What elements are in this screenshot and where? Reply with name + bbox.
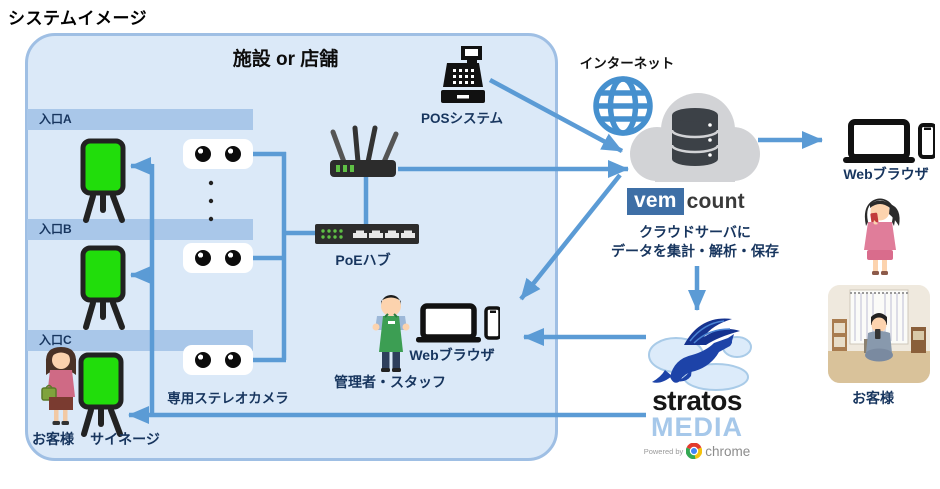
stereo-camera-icon-b <box>183 243 253 273</box>
entrance-label-a: 入口A <box>39 112 72 126</box>
camera-lens-icon <box>225 250 241 266</box>
signage-label: サイネージ <box>90 431 160 447</box>
camera-ellipsis-dots <box>208 180 214 222</box>
vemcount-logo: vem count <box>627 188 745 215</box>
powered-by-label: Powered by <box>643 446 684 456</box>
internet-label: インターネット <box>579 56 675 71</box>
camera-lens-icon <box>195 146 211 162</box>
entrance-label-b: 入口B <box>39 222 72 236</box>
signage-display-c <box>78 352 124 437</box>
staff-browser-label: Webブラウザ <box>409 347 495 363</box>
pos-system-label: POSシステム <box>420 111 504 126</box>
cloud-caption-line2: データを集計・解析・保存 <box>611 243 779 259</box>
poe-hub-label: PoEハブ <box>335 252 391 268</box>
wifi-router-icon <box>330 125 399 177</box>
customer-woman-illustration <box>41 347 77 425</box>
signage-display-a <box>80 138 126 223</box>
entrance-band-a: 入口A <box>27 109 253 130</box>
stereo-camera-label: 専用ステレオカメラ <box>167 391 289 406</box>
stereo-camera-icon-c <box>183 345 253 375</box>
entrance-band-b: 入口B <box>27 219 253 240</box>
staff-label: 管理者・スタッフ <box>334 374 446 390</box>
chrome-label: chrome <box>705 443 751 459</box>
staff-person-illustration <box>372 295 410 372</box>
powered-by-row: Powered by chrome <box>624 443 770 459</box>
media-wordmark: MEDIA <box>651 412 743 442</box>
internet-globe-icon <box>593 76 653 136</box>
stereo-camera-icon-a <box>183 139 253 169</box>
web-browser-devices-icon <box>843 119 935 163</box>
viewer-browser-label: Webブラウザ <box>843 166 929 182</box>
entrance-label-c: 入口C <box>39 333 72 347</box>
poe-hub-icon <box>315 224 419 244</box>
chrome-icon <box>686 443 703 459</box>
stratosmedia-logo: stratos MEDIA Powered by chrome <box>624 387 770 459</box>
camera-lens-icon <box>225 352 241 368</box>
customer-at-home-image <box>828 285 930 383</box>
page-title: システムイメージ <box>8 9 148 28</box>
cloud-caption: クラウドサーバに データを集計・解析・保存 <box>565 223 825 261</box>
facility-heading: 施設 or 店舗 <box>232 49 339 70</box>
camera-lens-icon <box>195 250 211 266</box>
woman-with-phone-illustration <box>864 198 900 275</box>
viewer-customer-label: お客様 <box>852 390 894 406</box>
stratos-wordmark: stratos <box>652 385 742 416</box>
staff-browser-devices-icon <box>416 303 500 343</box>
vemcount-logo-vem: vem <box>627 188 684 215</box>
signage-display-b <box>80 245 126 330</box>
vemcount-logo-count: count <box>686 189 745 213</box>
cloud-caption-line1: クラウドサーバに <box>639 224 751 240</box>
stratos-pegasus-icon <box>648 318 752 391</box>
facility-customer-label: お客様 <box>32 431 74 447</box>
camera-lens-icon <box>195 352 211 368</box>
pos-register-icon <box>441 46 485 103</box>
camera-lens-icon <box>225 146 241 162</box>
cloud-server-icon <box>630 93 760 182</box>
